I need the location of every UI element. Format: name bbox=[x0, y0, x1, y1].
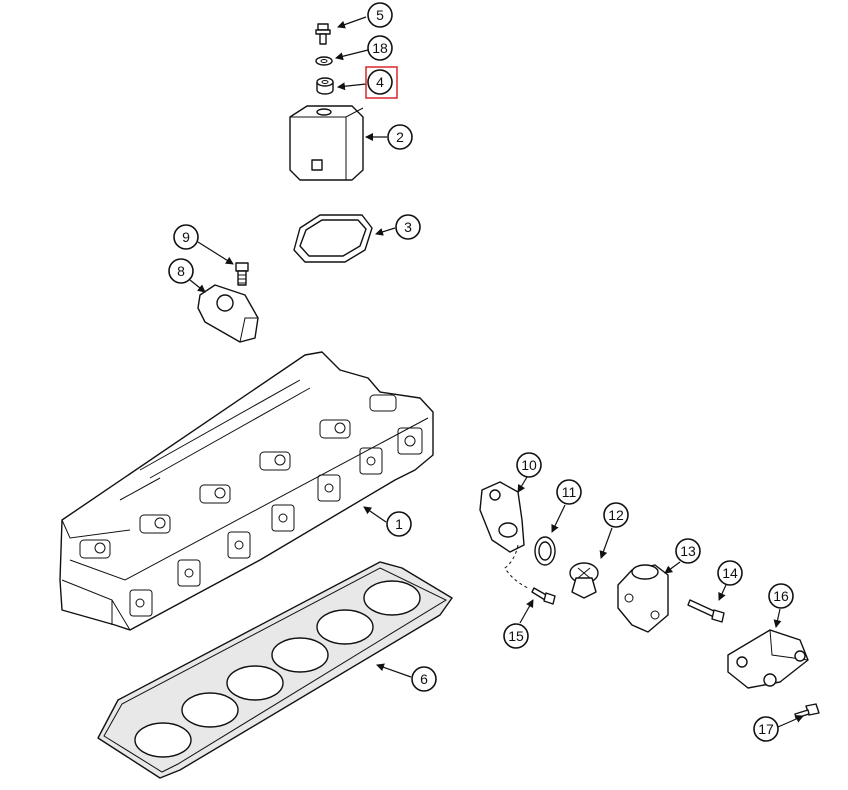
svg-text:6: 6 bbox=[420, 671, 428, 687]
callout-14[interactable]: 14 bbox=[717, 560, 743, 586]
callout-12[interactable]: 12 bbox=[603, 502, 629, 528]
part-16-bracket bbox=[727, 629, 809, 689]
leader-lines bbox=[189, 16, 804, 728]
part-13-thermostat-housing bbox=[617, 564, 669, 633]
callout-1[interactable]: 1 bbox=[386, 511, 412, 537]
callout-11[interactable]: 11 bbox=[556, 479, 582, 505]
svg-text:9: 9 bbox=[182, 229, 190, 245]
svg-text:11: 11 bbox=[562, 484, 577, 500]
part-5-bolt bbox=[315, 23, 331, 45]
part-9-bolt bbox=[235, 262, 249, 286]
callout-15[interactable]: 15 bbox=[503, 623, 529, 649]
svg-text:15: 15 bbox=[508, 628, 524, 644]
part-4-grommet bbox=[316, 77, 334, 95]
callout-6[interactable]: 6 bbox=[411, 666, 437, 692]
svg-text:2: 2 bbox=[396, 129, 404, 145]
callout-18[interactable]: 18 bbox=[367, 35, 393, 61]
svg-text:1: 1 bbox=[395, 516, 403, 532]
callout-8[interactable]: 8 bbox=[168, 258, 194, 284]
svg-text:4: 4 bbox=[376, 74, 384, 90]
svg-text:17: 17 bbox=[758, 721, 774, 737]
svg-text:5: 5 bbox=[376, 7, 384, 23]
svg-text:8: 8 bbox=[177, 263, 185, 279]
svg-text:13: 13 bbox=[680, 543, 696, 559]
part-11-seal bbox=[534, 536, 556, 566]
svg-text:12: 12 bbox=[608, 507, 624, 523]
callout-13[interactable]: 13 bbox=[675, 538, 701, 564]
svg-text:10: 10 bbox=[521, 457, 537, 473]
part-8-lifting-bracket bbox=[197, 284, 259, 343]
part-2-valve-cover bbox=[289, 105, 364, 181]
svg-text:3: 3 bbox=[404, 219, 412, 235]
part-17-bolt bbox=[794, 703, 820, 719]
part-1-cylinder-head bbox=[59, 351, 434, 631]
callout-10[interactable]: 10 bbox=[516, 452, 542, 478]
highlight-box-callout-4 bbox=[365, 66, 398, 99]
callout-3[interactable]: 3 bbox=[395, 214, 421, 240]
svg-text:18: 18 bbox=[372, 40, 388, 56]
callout-4[interactable]: 4 bbox=[367, 69, 393, 95]
svg-text:14: 14 bbox=[722, 565, 738, 581]
part-18-washer bbox=[315, 56, 333, 66]
callout-9[interactable]: 9 bbox=[173, 224, 199, 250]
svg-text:16: 16 bbox=[773, 588, 789, 604]
callout-17[interactable]: 17 bbox=[753, 716, 779, 742]
part-6-head-gasket bbox=[97, 561, 453, 779]
part-10-gasket bbox=[479, 481, 529, 589]
part-3-gasket bbox=[293, 214, 373, 263]
callout-2[interactable]: 2 bbox=[387, 124, 413, 150]
part-12-thermostat bbox=[569, 562, 599, 599]
part-14-bolt bbox=[687, 599, 725, 623]
callout-5[interactable]: 5 bbox=[367, 2, 393, 28]
part-15-bolt bbox=[531, 587, 556, 605]
callout-16[interactable]: 16 bbox=[768, 583, 794, 609]
